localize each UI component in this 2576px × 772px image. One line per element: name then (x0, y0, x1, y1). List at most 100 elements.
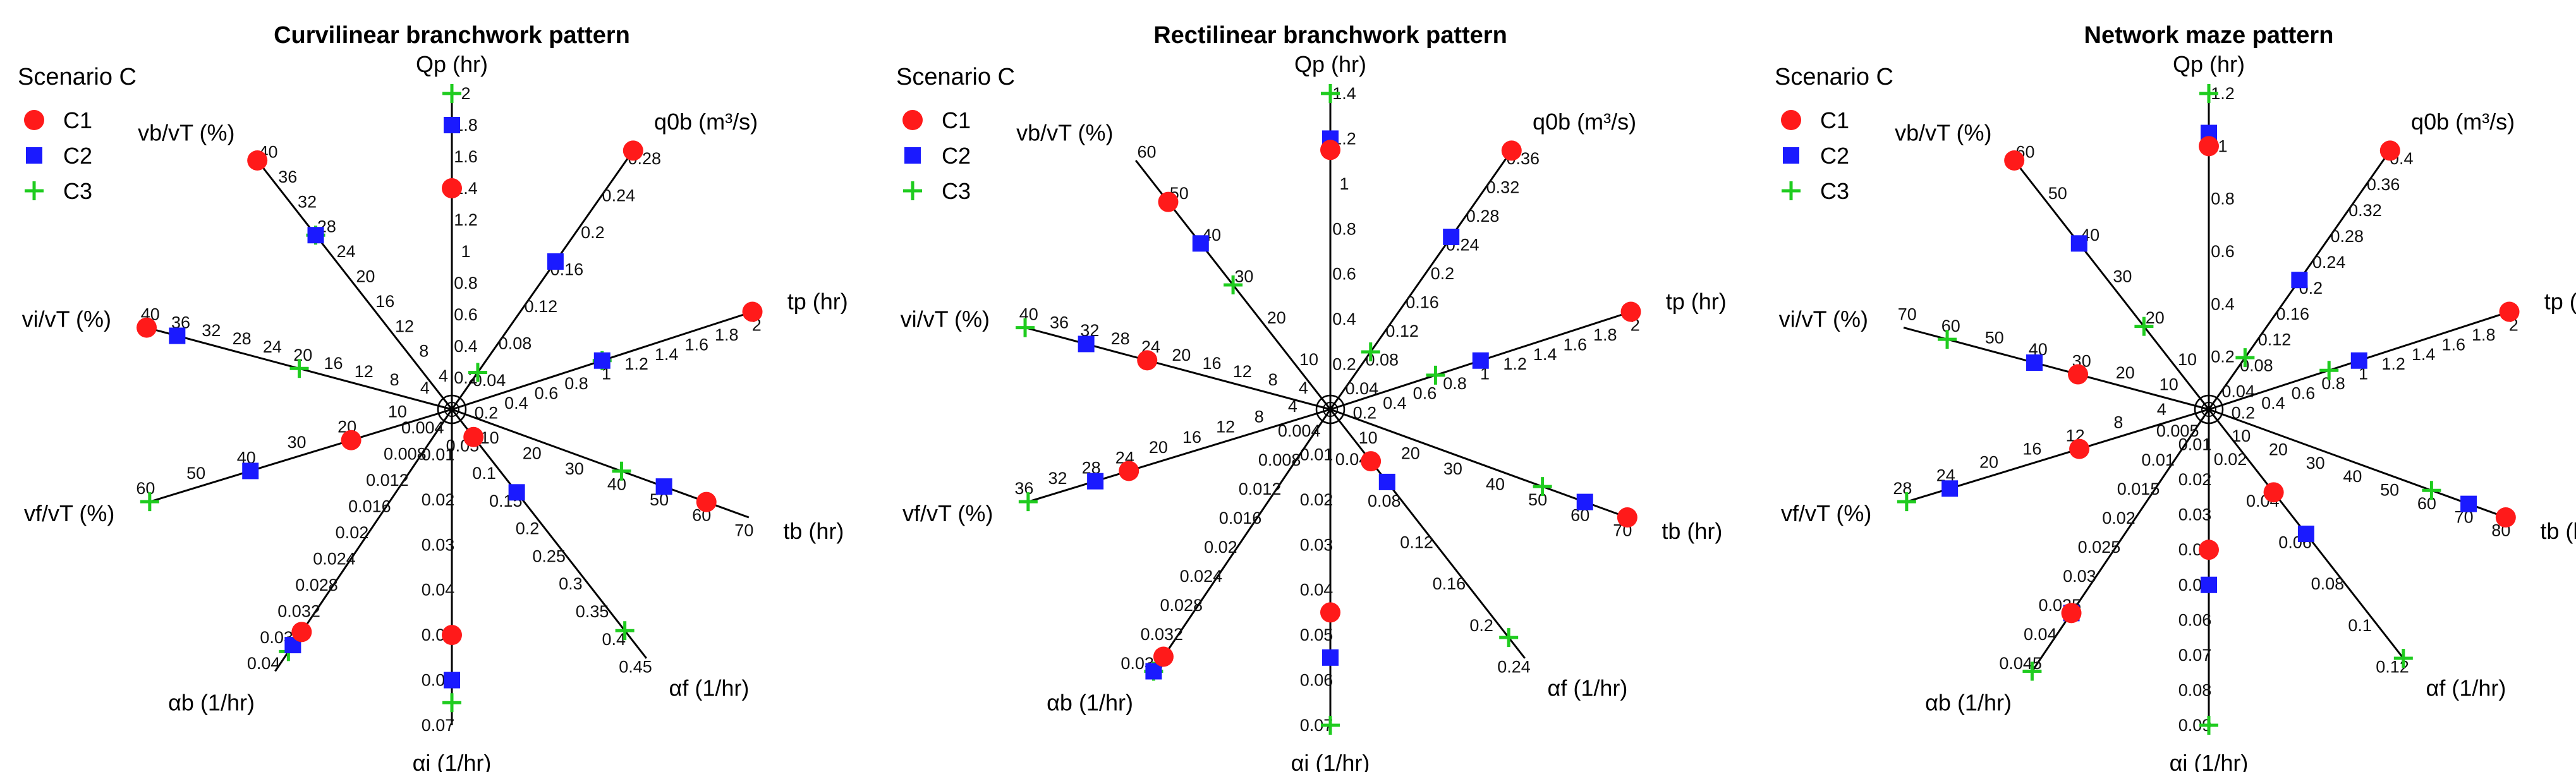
tick-label: 0.6 (2292, 384, 2316, 403)
legend-label-c1: C1 (63, 107, 92, 133)
data-point-c2 (1443, 228, 1460, 245)
tick-label: 16 (2022, 439, 2041, 458)
axis-title: tp (hr) (787, 289, 848, 315)
tick-label: 0.4 (1332, 310, 1356, 329)
data-point-c1 (442, 625, 462, 646)
axis-title: tb (hr) (1662, 518, 1722, 544)
tick-label: 0.1 (2348, 616, 2372, 635)
axis-title: Qp (hr) (2173, 51, 2245, 77)
data-point-c2 (1192, 235, 1209, 252)
tick-label: 0.028 (1160, 596, 1203, 615)
tick-label: 32 (202, 321, 221, 340)
data-point-c2 (508, 484, 525, 501)
axis-Qp: 0.20.40.60.811.2Qp (hr) (2173, 51, 2245, 409)
tick-label: 0.02 (2102, 509, 2136, 528)
data-point-c1 (623, 140, 643, 161)
axis-ab: 0.0040.0080.0120.0160.020.0240.0280.0320… (168, 409, 453, 716)
tick-label: 36 (1014, 479, 1033, 498)
tick-label: 28 (1111, 329, 1130, 348)
axis-line (2013, 160, 2210, 410)
tick-label: 1.8 (2472, 325, 2496, 344)
data-point-c3 (1321, 716, 1340, 735)
axis-title: αf (1/hr) (1548, 675, 1628, 701)
tick-label: 0.3 (559, 574, 583, 593)
axis-title: vf/vT (%) (1781, 500, 1871, 526)
chart-title: Curvilinear branchwork pattern (274, 22, 630, 49)
legend-label-c3: C3 (942, 178, 971, 204)
tick-label: 0.032 (1140, 625, 1183, 644)
axis-title: vb/vT (%) (138, 119, 234, 145)
axis-line (1903, 327, 2209, 411)
tick-label: 30 (565, 459, 584, 478)
axis-title: vf/vT (%) (902, 500, 993, 526)
data-point-c1 (1361, 451, 1382, 472)
tick-label: 1.4 (655, 345, 679, 364)
tick-label: 0.04 (422, 581, 455, 600)
axis-title: q0b (m³/s) (1533, 109, 1636, 135)
tick-label: 1.2 (1503, 354, 1527, 373)
data-point-c3 (2235, 348, 2255, 368)
legend-marker-c2 (1783, 147, 1799, 164)
tick-label: 0.06 (2178, 610, 2212, 629)
data-point-c3 (442, 84, 461, 103)
tick-label: 0.8 (454, 274, 478, 293)
axis-title: Qp (hr) (416, 51, 488, 77)
axis-title: αi (1/hr) (413, 750, 492, 772)
tick-label: 0.02 (1300, 490, 1334, 509)
tick-label: 0.12 (525, 297, 558, 316)
axis-line (451, 150, 635, 410)
legend-label-c2: C2 (1820, 143, 1849, 169)
tick-label: 0.012 (1239, 479, 1282, 498)
tick-label: 4 (1288, 397, 1297, 416)
tick-label: 1 (2359, 365, 2368, 383)
data-point-c2 (655, 478, 672, 495)
tick-label: 20 (2146, 308, 2165, 327)
tick-label: 16 (1182, 428, 1201, 447)
tick-label: 0.4 (504, 394, 528, 413)
tick-label: 50 (1985, 328, 2004, 347)
tick-label: 0.36 (2367, 175, 2400, 194)
tick-label: 60 (1137, 142, 1156, 161)
tick-label: 0.24 (602, 186, 636, 205)
axis-title: αf (1/hr) (669, 675, 750, 701)
data-point-c3 (468, 363, 487, 382)
tick-label: 1.6 (454, 147, 478, 166)
data-point-c2 (2350, 352, 2367, 369)
data-point-c3 (2134, 317, 2154, 336)
tick-label: 0.2 (1469, 616, 1493, 635)
data-point-c3 (2199, 716, 2218, 735)
axis-line (1329, 150, 1513, 410)
tick-label: 1 (2218, 136, 2227, 155)
tick-label: 0.032 (277, 601, 320, 620)
data-point-c2 (2070, 235, 2087, 252)
legend-marker-c3 (1782, 181, 1801, 200)
legend-label-c1: C1 (1820, 107, 1849, 133)
tick-label: 60 (136, 479, 155, 498)
axis-title: αb (1/hr) (168, 690, 255, 716)
tick-label: 16 (1202, 354, 1221, 373)
legend-marker-c1 (1781, 110, 1801, 130)
data-point-c3 (2319, 361, 2339, 380)
tick-label: 20 (293, 346, 312, 365)
tick-label: 0.02 (2178, 470, 2212, 489)
legend-label-c2: C2 (63, 143, 92, 169)
tick-label: 8 (419, 342, 428, 361)
data-point-c1 (1320, 140, 1340, 160)
tick-label: 0.008 (1258, 450, 1301, 469)
tick-label: 1 (1339, 174, 1349, 193)
data-point-c1 (2495, 507, 2516, 528)
tick-label: 10 (1299, 350, 1318, 369)
axis-title: Qp (hr) (1294, 51, 1366, 77)
tick-label: 16 (375, 292, 394, 311)
data-point-c2 (1322, 649, 1339, 666)
data-point-c1 (742, 301, 763, 322)
tick-label: 0.24 (2312, 253, 2346, 272)
